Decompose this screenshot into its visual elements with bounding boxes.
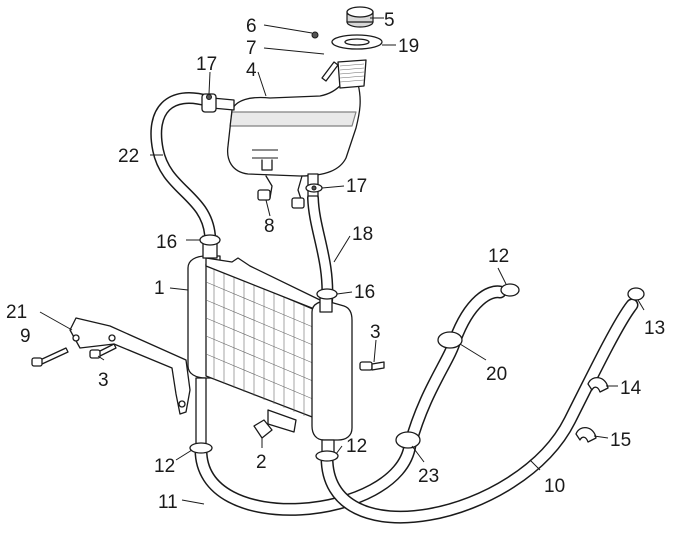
callout-15: 15 <box>610 430 631 451</box>
cap-seal <box>331 34 383 50</box>
clamp-20 <box>437 331 463 349</box>
callout-2: 2 <box>256 452 267 473</box>
clamp-13 <box>627 287 645 301</box>
clamp-12-right <box>315 450 339 462</box>
clamp-12-top <box>500 283 520 297</box>
clamp-12-left <box>189 442 213 454</box>
mounting-bracket <box>69 317 191 415</box>
clip-2 <box>253 419 273 439</box>
callout-5: 5 <box>384 10 395 31</box>
callout-21: 21 <box>6 302 27 323</box>
clamp-23 <box>395 431 421 449</box>
callout-12-right: 12 <box>346 436 367 457</box>
clip-15 <box>575 427 597 443</box>
callout-18: 18 <box>352 224 373 245</box>
clip-14 <box>587 377 609 393</box>
expansion-tank <box>211 59 367 197</box>
callout-17-top: 17 <box>196 54 217 75</box>
clamp-17-lower <box>305 183 323 193</box>
radiator <box>187 235 353 457</box>
callout-12-left: 12 <box>154 456 175 477</box>
callout-16-left: 16 <box>156 232 177 253</box>
bolt-3-left <box>89 343 117 359</box>
screw-6 <box>311 31 319 39</box>
clamp-17-top <box>201 93 217 113</box>
radiator-cap <box>346 6 374 28</box>
bolt-7 <box>321 61 339 82</box>
callout-20: 20 <box>486 364 507 385</box>
callout-17-lower: 17 <box>346 176 367 197</box>
callout-19: 19 <box>398 36 419 57</box>
hose-22 <box>150 92 216 241</box>
callout-9: 9 <box>20 326 31 347</box>
callout-labels: 5 19 6 7 4 17 22 17 8 16 18 1 16 3 21 9 … <box>6 10 665 513</box>
grommets-8 <box>257 175 305 209</box>
callout-12-top: 12 <box>488 246 509 267</box>
callout-3-right: 3 <box>370 322 381 343</box>
callout-13: 13 <box>644 318 665 339</box>
bolt-9 <box>31 347 69 367</box>
callout-1: 1 <box>154 278 165 299</box>
hose-18 <box>307 192 334 308</box>
callout-10: 10 <box>544 476 565 497</box>
callout-11: 11 <box>158 492 178 513</box>
callout-14: 14 <box>620 378 642 399</box>
screw-3-right <box>359 361 385 371</box>
callout-8: 8 <box>264 216 275 237</box>
clamp-16-left <box>199 234 221 246</box>
callout-16-right: 16 <box>354 282 375 303</box>
callout-3-left: 3 <box>98 370 109 391</box>
callout-7: 7 <box>246 38 257 59</box>
callout-22: 22 <box>118 146 139 167</box>
callout-4: 4 <box>246 60 257 81</box>
leader-lines <box>39 17 645 505</box>
callout-6: 6 <box>246 16 257 37</box>
clamp-16-right <box>316 288 338 300</box>
callout-23: 23 <box>418 466 439 487</box>
radiator-core-fins <box>205 268 321 420</box>
